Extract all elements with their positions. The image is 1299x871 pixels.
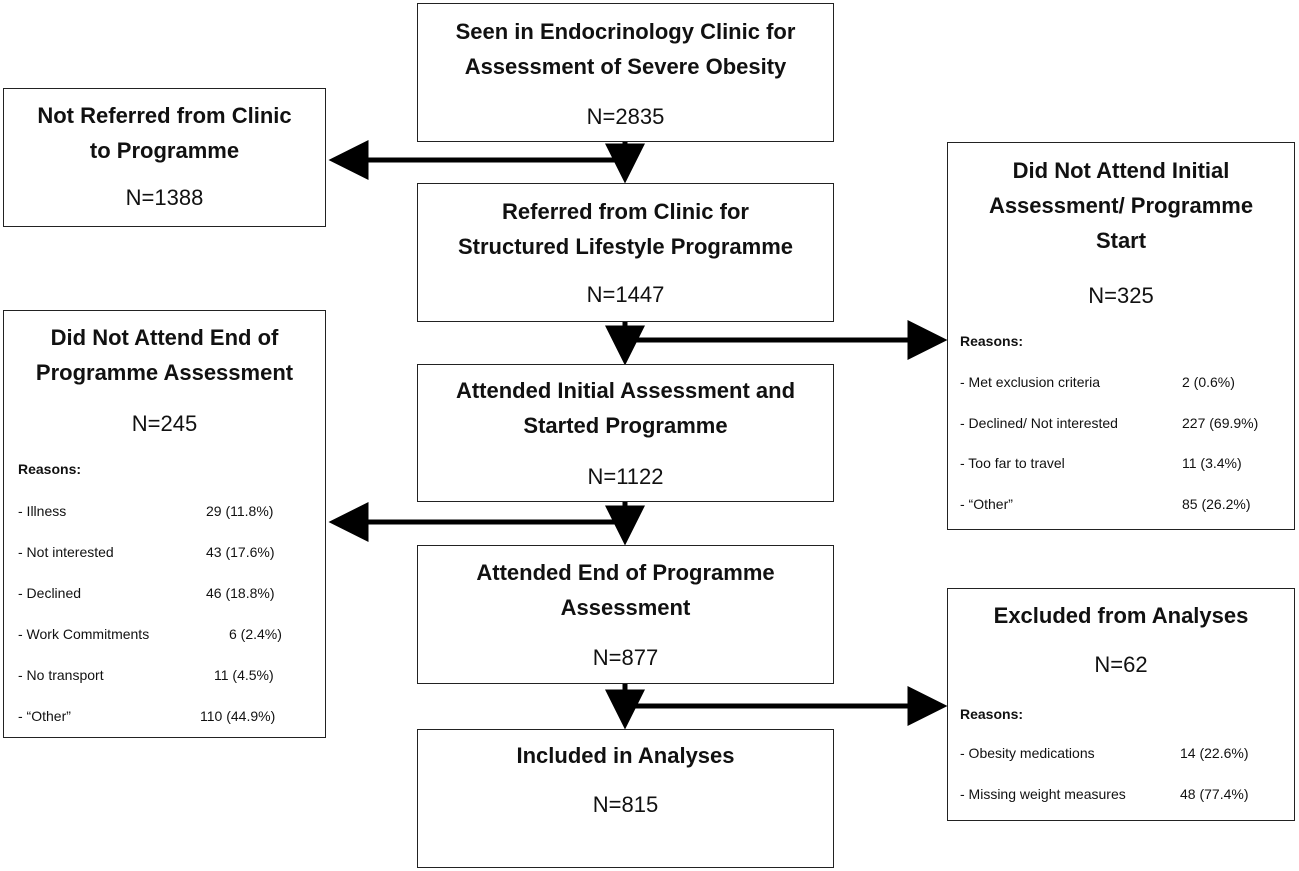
reason-label: - Illness xyxy=(18,503,67,519)
reason-value: 11 (3.4%) xyxy=(1182,455,1242,471)
box-title: Not Referred from Clinic to Programme xyxy=(37,103,292,163)
reason-label: - “Other” xyxy=(18,708,71,724)
reason-value: 110 (44.9%) xyxy=(200,708,276,724)
reason-value: 11 (4.5%) xyxy=(214,667,274,683)
reason-label: - Declined xyxy=(18,585,82,601)
reason-label: - Too far to travel xyxy=(960,455,1065,471)
reasons-heading: Reasons: xyxy=(960,333,1024,349)
reason-value: 227 (69.9%) xyxy=(1182,415,1259,431)
reason-label: - Not interested xyxy=(18,544,114,560)
box-count: N=877 xyxy=(592,645,659,670)
box-count: N=62 xyxy=(1094,652,1148,677)
box-title: Did Not Attend Initial Assessment/ Progr… xyxy=(988,158,1254,253)
reason-value: 46 (18.8%) xyxy=(206,585,275,601)
box-title: Attended Initial Assessment and Started … xyxy=(455,378,796,438)
box-count: N=815 xyxy=(592,792,659,817)
box-referred: Referred from Clinic for Structured Life… xyxy=(417,183,834,322)
box-count: N=2835 xyxy=(586,104,665,129)
reason-value: 29 (11.8%) xyxy=(206,503,274,519)
reason-value: 2 (0.6%) xyxy=(1182,374,1235,390)
reason-label: - Missing weight measures xyxy=(960,786,1126,802)
reason-label: - “Other” xyxy=(960,496,1013,512)
box-did-not-attend-initial: Did Not Attend Initial Assessment/ Progr… xyxy=(947,142,1295,530)
box-did-not-attend-end: Did Not Attend End of Programme Assessme… xyxy=(3,310,326,738)
box-count: N=1388 xyxy=(125,185,204,210)
reason-value: 43 (17.6%) xyxy=(206,544,275,560)
box-title: Included in Analyses xyxy=(516,743,735,768)
reason-value: 6 (2.4%) xyxy=(229,626,282,642)
box-count: N=245 xyxy=(131,411,198,436)
box-attended-end: Attended End of Programme Assessment N=8… xyxy=(417,545,834,684)
reason-label: - Met exclusion criteria xyxy=(960,374,1101,390)
box-title: Attended End of Programme Assessment xyxy=(476,560,775,620)
reason-label: - Declined/ Not interested xyxy=(960,415,1118,431)
box-included: Included in Analyses N=815 xyxy=(417,729,834,868)
box-excluded: Excluded from Analyses N=62 Reasons: - O… xyxy=(947,588,1295,821)
box-title: Excluded from Analyses xyxy=(993,603,1249,628)
box-title: Did Not Attend End of Programme Assessme… xyxy=(35,325,294,385)
box-title: Referred from Clinic for Structured Life… xyxy=(458,199,793,259)
box-seen-in-clinic: Seen in Endocrinology Clinic for Assessm… xyxy=(417,3,834,142)
reasons-heading: Reasons: xyxy=(960,706,1024,722)
box-title: Seen in Endocrinology Clinic for Assessm… xyxy=(455,19,796,79)
box-count: N=1447 xyxy=(586,282,665,307)
reason-label: - Obesity medications xyxy=(960,745,1095,761)
reason-label: - No transport xyxy=(18,667,104,683)
box-count: N=1122 xyxy=(587,464,664,489)
box-not-referred: Not Referred from Clinic to Programme N=… xyxy=(3,88,326,227)
reason-label: - Work Commitments xyxy=(18,626,150,642)
box-attended-initial: Attended Initial Assessment and Started … xyxy=(417,364,834,502)
reason-value: 48 (77.4%) xyxy=(1180,786,1249,802)
reason-value: 85 (26.2%) xyxy=(1182,496,1251,512)
reason-value: 14 (22.6%) xyxy=(1180,745,1249,761)
reasons-heading: Reasons: xyxy=(18,461,82,477)
box-count: N=325 xyxy=(1088,283,1154,308)
